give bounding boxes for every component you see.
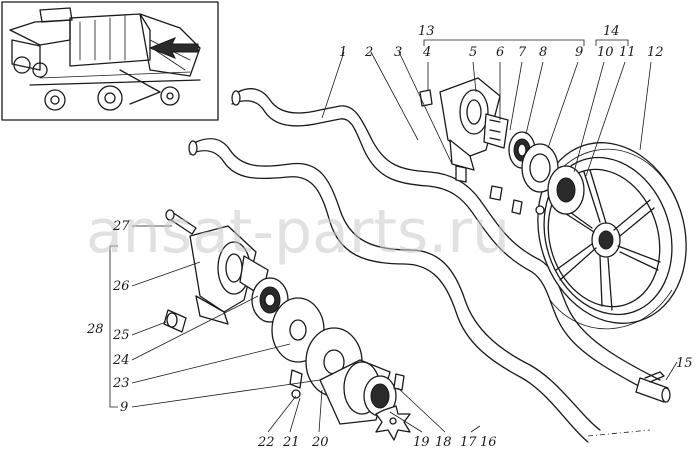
label-group-28: 28 — [86, 322, 104, 337]
shaft-end-key-15 — [635, 371, 671, 403]
label-part-16: 16 — [480, 435, 497, 450]
label-part-12: 12 — [647, 45, 664, 60]
label-part-21: 21 — [282, 435, 300, 450]
leader-lines — [109, 39, 678, 433]
label-part-25: 25 — [112, 328, 130, 343]
label-part-6: 6 — [496, 45, 504, 60]
label-part-20: 20 — [311, 435, 329, 450]
label-part-24: 24 — [112, 353, 130, 368]
label-part-10: 10 — [597, 45, 614, 60]
label-group-14: 14 — [603, 24, 620, 39]
label-part-2: 2 — [364, 45, 373, 60]
upper-bearing-assembly — [419, 77, 585, 215]
combine-inset-illustration — [1, 1, 219, 121]
part-labels: 13 14 1 2 3 4 5 6 7 8 9 10 11 12 15 27 2… — [86, 24, 693, 450]
label-part-7: 7 — [518, 45, 527, 60]
label-part-22: 22 — [257, 435, 275, 450]
label-part-1: 1 — [339, 45, 347, 60]
watermark-text: ansat-parts.ru — [86, 197, 510, 267]
label-part-18: 18 — [435, 435, 452, 450]
label-part-17: 17 — [460, 435, 477, 450]
label-part-4: 4 — [422, 45, 431, 60]
label-part-19: 19 — [413, 435, 430, 450]
label-part-23: 23 — [112, 376, 130, 391]
label-part-3: 3 — [394, 45, 402, 60]
label-part-11: 11 — [619, 45, 636, 60]
shaft-1 — [231, 88, 661, 393]
label-part-8: 8 — [539, 45, 547, 60]
label-part-27: 27 — [112, 219, 130, 234]
label-part-26: 26 — [112, 279, 130, 294]
label-group-13: 13 — [418, 24, 435, 39]
shaft-16 — [188, 138, 651, 443]
label-part-15: 15 — [676, 356, 693, 371]
label-part-5: 5 — [469, 45, 477, 60]
label-part-9: 9 — [575, 45, 583, 60]
lower-right-bearing-assembly — [289, 327, 411, 441]
label-part-9-lower: 9 — [120, 400, 128, 415]
